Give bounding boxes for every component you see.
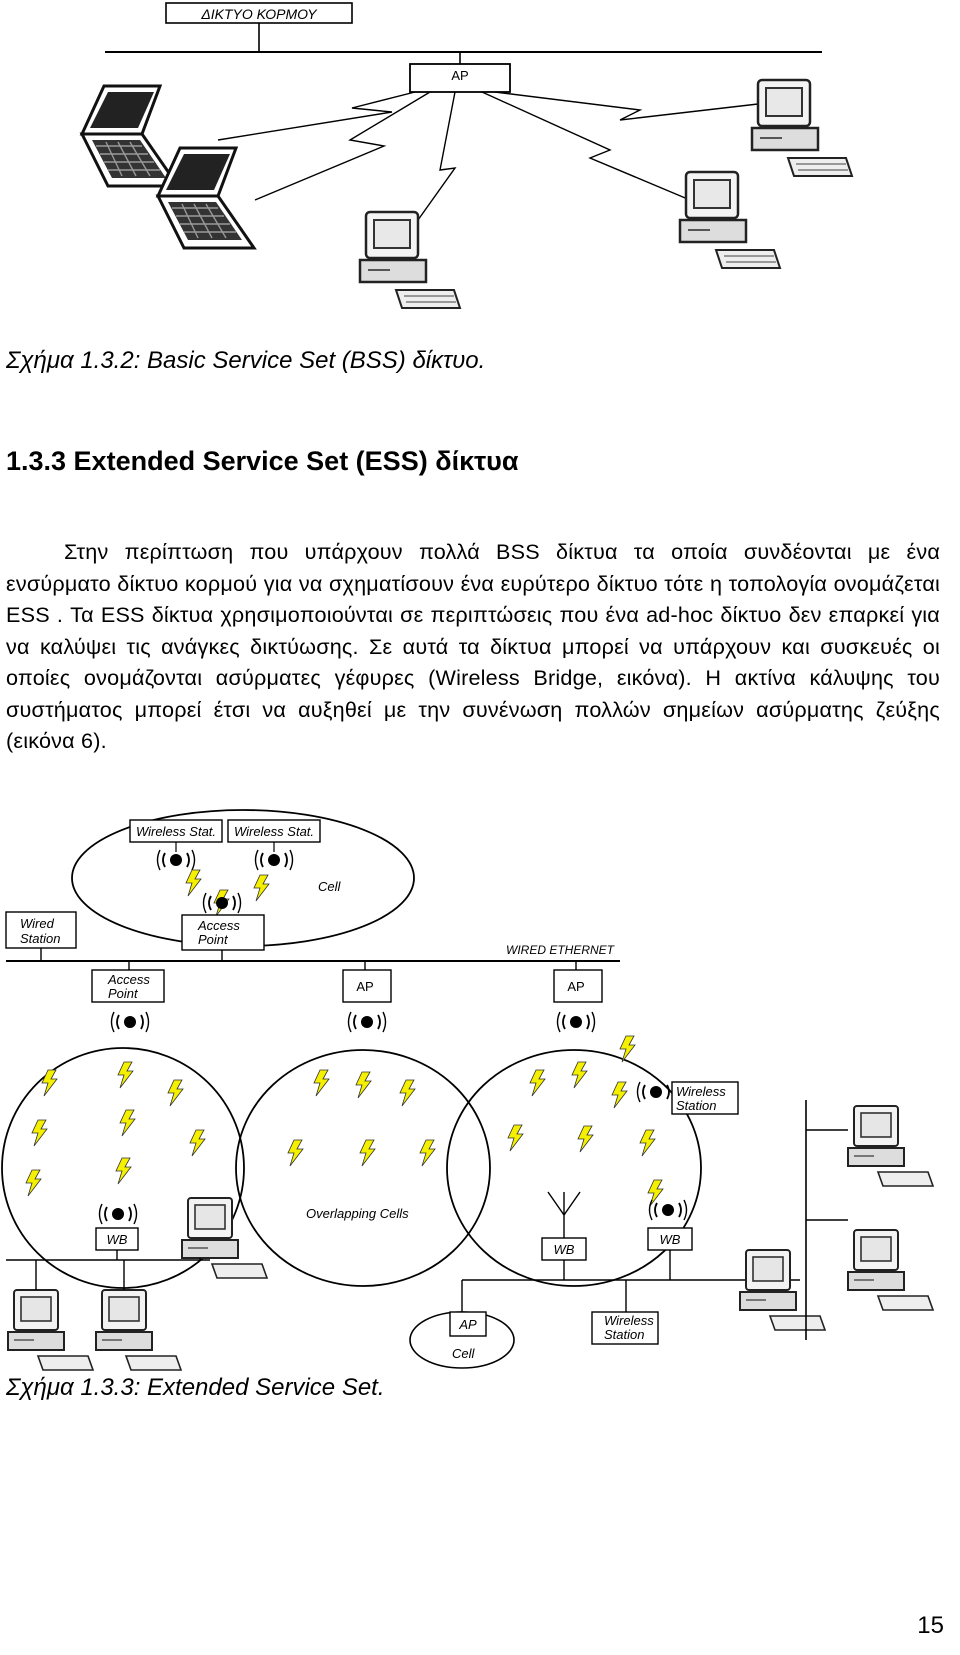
bss-diagram: ΔΙΚΤΥΟ ΚΟΡΜΟΥ AP bbox=[80, 2, 854, 310]
wireless-bolt-icon bbox=[611, 1081, 628, 1109]
ap-label: AP bbox=[356, 979, 373, 994]
svg-text:Point: Point bbox=[198, 932, 229, 947]
wireless-station-label: Wireless bbox=[676, 1084, 726, 1099]
wb-label: WB bbox=[554, 1242, 575, 1257]
cell-label: Cell bbox=[318, 879, 342, 894]
page-number: 15 bbox=[917, 1612, 944, 1639]
wb-label: WB bbox=[107, 1232, 128, 1247]
wireless-bolt-icon bbox=[185, 869, 202, 897]
desktop-icon bbox=[750, 78, 854, 178]
access-point-label: Access bbox=[197, 918, 240, 933]
ess-diagram: Wireless Stat. Wireless Stat. Cell Acces… bbox=[1, 809, 934, 1371]
ap-label: AP bbox=[567, 979, 584, 994]
cell-left bbox=[1, 1047, 245, 1289]
wireless-bolt-icon bbox=[313, 1069, 330, 1097]
laptop-icon bbox=[156, 146, 256, 250]
section-heading: 1.3.3 Extended Service Set (ESS) δίκτυα bbox=[6, 446, 519, 476]
wireless-bolt-icon bbox=[355, 1071, 372, 1099]
wireless-bolt-icon bbox=[359, 1139, 376, 1167]
cell-label: Cell bbox=[452, 1346, 476, 1361]
section-paragraph: Στην περίπτωση που υπάρχουν πολλά BSS δί… bbox=[6, 536, 940, 757]
desktop-icon bbox=[358, 210, 462, 310]
paragraph-text: Στην περίπτωση που υπάρχουν πολλά BSS δί… bbox=[6, 539, 940, 753]
wireless-bolt-icon bbox=[647, 1179, 664, 1207]
wireless-bolt-icon bbox=[399, 1079, 416, 1107]
wireless-bolt-icon bbox=[419, 1139, 436, 1167]
cell-middle bbox=[235, 1049, 491, 1287]
desktop-icon bbox=[678, 170, 782, 270]
wireless-bolt-icon bbox=[639, 1129, 656, 1157]
wireless-bolt-icon bbox=[253, 874, 270, 902]
wireless-bolt-icon bbox=[287, 1139, 304, 1167]
svg-text:Point: Point bbox=[108, 986, 139, 1001]
computer-icon bbox=[7, 1289, 94, 1371]
laptop-icon bbox=[80, 84, 180, 188]
wireless-bolt-icon bbox=[507, 1124, 524, 1152]
antenna-icon bbox=[556, 1011, 596, 1033]
antenna-icon bbox=[110, 1011, 150, 1033]
overlapping-cells-label: Overlapping Cells bbox=[306, 1206, 409, 1221]
antenna-icon bbox=[648, 1199, 688, 1221]
antenna-icon bbox=[98, 1203, 138, 1225]
svg-text:Station: Station bbox=[676, 1098, 716, 1113]
antenna-icon bbox=[156, 849, 196, 871]
antenna-icon bbox=[254, 849, 294, 871]
wireless-bolt-icon bbox=[41, 1069, 58, 1097]
wireless-bolt-icon bbox=[115, 1157, 132, 1185]
ap-label: AP bbox=[451, 68, 468, 83]
wireless-bolt-icon bbox=[117, 1061, 134, 1089]
wireless-bolt-icon bbox=[577, 1125, 594, 1153]
link-laptop-1 bbox=[217, 91, 416, 141]
backbone-label: ΔΙΚΤΥΟ ΚΟΡΜΟΥ bbox=[200, 6, 318, 22]
figure-caption-ess: Σχήμα 1.3.3: Extended Service Set. bbox=[6, 1374, 385, 1401]
wireless-bolt-icon bbox=[571, 1061, 588, 1089]
link-desktop-right-1 bbox=[494, 91, 759, 121]
computer-icon bbox=[847, 1229, 934, 1311]
ap-label: AP bbox=[458, 1317, 477, 1332]
computer-icon bbox=[847, 1105, 934, 1187]
wireless-stat-label: Wireless Stat. bbox=[234, 824, 314, 839]
wb-label: WB bbox=[660, 1232, 681, 1247]
wireless-bolt-icon bbox=[529, 1069, 546, 1097]
wired-ethernet-label: WIRED ETHERNET bbox=[506, 943, 616, 957]
computer-icon bbox=[95, 1289, 182, 1371]
computer-icon bbox=[181, 1197, 268, 1279]
link-laptop-2 bbox=[254, 91, 431, 201]
antenna-icon bbox=[636, 1081, 676, 1103]
wireless-bolt-icon bbox=[167, 1079, 184, 1107]
access-point-label: Access bbox=[107, 972, 150, 987]
ap-box bbox=[409, 63, 511, 93]
wireless-bolt-icon bbox=[189, 1129, 206, 1157]
wireless-stat-label: Wireless Stat. bbox=[136, 824, 216, 839]
wireless-station-label: Wireless bbox=[604, 1313, 654, 1328]
cell-right bbox=[446, 1049, 702, 1287]
computer-icon bbox=[739, 1249, 826, 1331]
wireless-bolt-icon bbox=[25, 1169, 42, 1197]
svg-text:Station: Station bbox=[604, 1327, 644, 1342]
svg-text:Station: Station bbox=[20, 931, 60, 946]
wireless-bolt-icon bbox=[119, 1109, 136, 1137]
antenna-icon bbox=[347, 1011, 387, 1033]
figure-caption-bss: Σχήμα 1.3.2: Basic Service Set (BSS) δίκ… bbox=[6, 347, 486, 374]
wired-station-label: Wired bbox=[20, 916, 55, 931]
link-desktop-center bbox=[417, 91, 457, 221]
wireless-bolt-icon bbox=[31, 1119, 48, 1147]
link-desktop-right-2 bbox=[481, 91, 691, 201]
